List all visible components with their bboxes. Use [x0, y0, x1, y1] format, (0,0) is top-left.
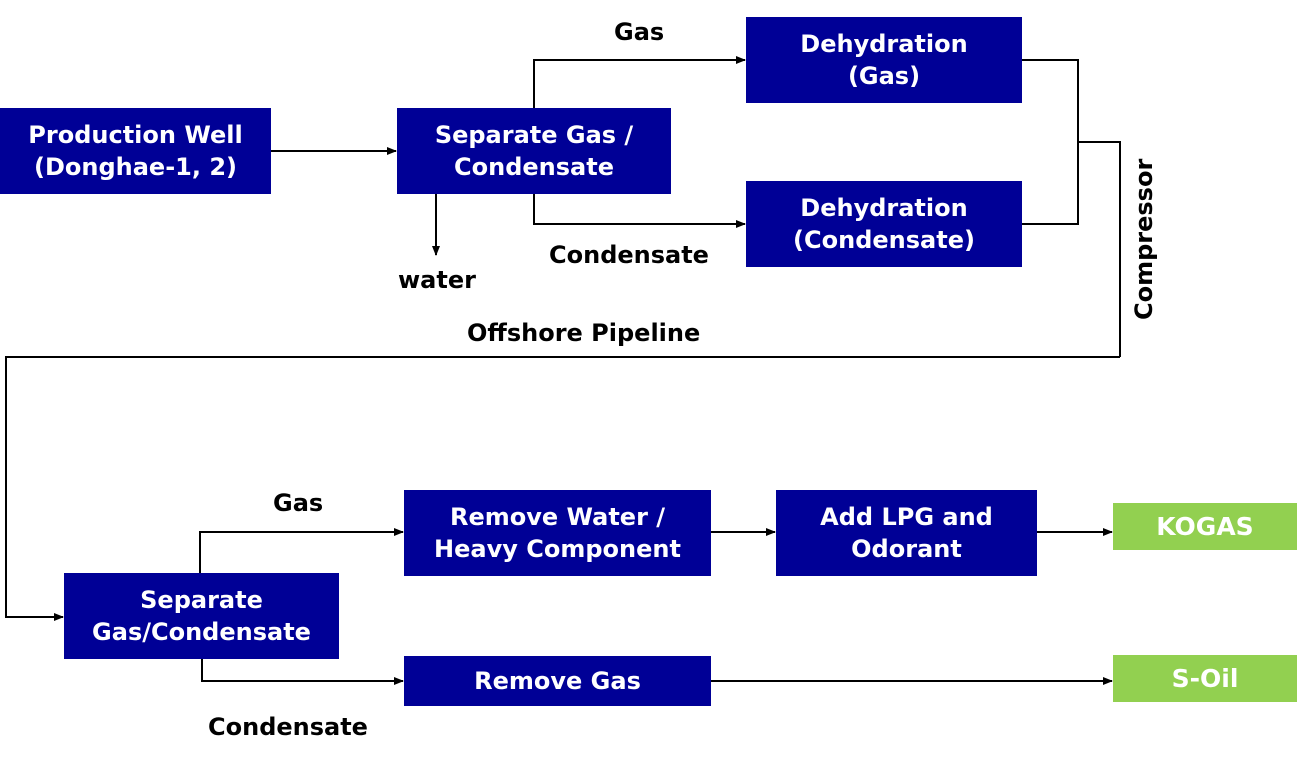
- node-line: Gas/Condensate: [92, 618, 311, 646]
- line-offshore-pipeline: [5, 356, 1120, 621]
- node-line: Remove Gas: [474, 667, 641, 695]
- node-line: Dehydration: [800, 194, 968, 222]
- arrow-separator-to-dehydration-condensate: [533, 194, 746, 228]
- remove-water-heavy-component-box: Remove Water / Heavy Component: [404, 490, 711, 576]
- remove-gas-box: Remove Gas: [404, 656, 711, 706]
- line-merge-to-compressor: [1078, 141, 1121, 357]
- node-line: Separate Gas /: [434, 121, 634, 149]
- node-line: Remove Water /: [449, 503, 666, 531]
- line-dehydration-gas-out: [1022, 59, 1079, 225]
- node-line: Dehydration: [800, 30, 968, 58]
- node-line: Add LPG and: [820, 503, 993, 531]
- gas-label-bottom: Gas: [273, 489, 324, 517]
- node-line: Separate: [140, 586, 263, 614]
- node-line: Condensate: [454, 153, 614, 181]
- separate-gas-condensate-top-box: Separate Gas / Condensate: [397, 108, 671, 194]
- node-line: (Condensate): [793, 226, 975, 254]
- compressor-label: Compressor: [1130, 158, 1158, 320]
- dehydration-gas-box: Dehydration (Gas): [746, 17, 1022, 103]
- s-oil-label: S-Oil: [1171, 664, 1239, 693]
- gas-label-top: Gas: [614, 18, 665, 46]
- water-label: water: [398, 266, 476, 294]
- kogas-terminal: KOGAS: [1113, 503, 1297, 550]
- condensate-label-bottom: Condensate: [208, 713, 368, 741]
- node-line: Production Well: [28, 121, 243, 149]
- arrow-separator-to-remove-gas: [201, 659, 404, 685]
- add-lpg-odorant-box: Add LPG and Odorant: [776, 490, 1037, 576]
- condensate-label-top: Condensate: [549, 241, 709, 269]
- production-well-box: Production Well (Donghae-1, 2): [0, 108, 271, 194]
- node-line: Odorant: [851, 535, 962, 563]
- node-line: (Gas): [847, 62, 921, 90]
- node-line: Heavy Component: [434, 535, 681, 563]
- kogas-label: KOGAS: [1156, 512, 1254, 541]
- separate-gas-condensate-bottom-box: Separate Gas/Condensate: [64, 573, 339, 659]
- offshore-pipeline-label: Offshore Pipeline: [467, 319, 701, 347]
- dehydration-condensate-box: Dehydration (Condensate): [746, 181, 1022, 267]
- arrow-separator-to-dehydration-gas: [533, 56, 746, 108]
- s-oil-terminal: S-Oil: [1113, 655, 1297, 702]
- node-line: (Donghae-1, 2): [33, 153, 237, 181]
